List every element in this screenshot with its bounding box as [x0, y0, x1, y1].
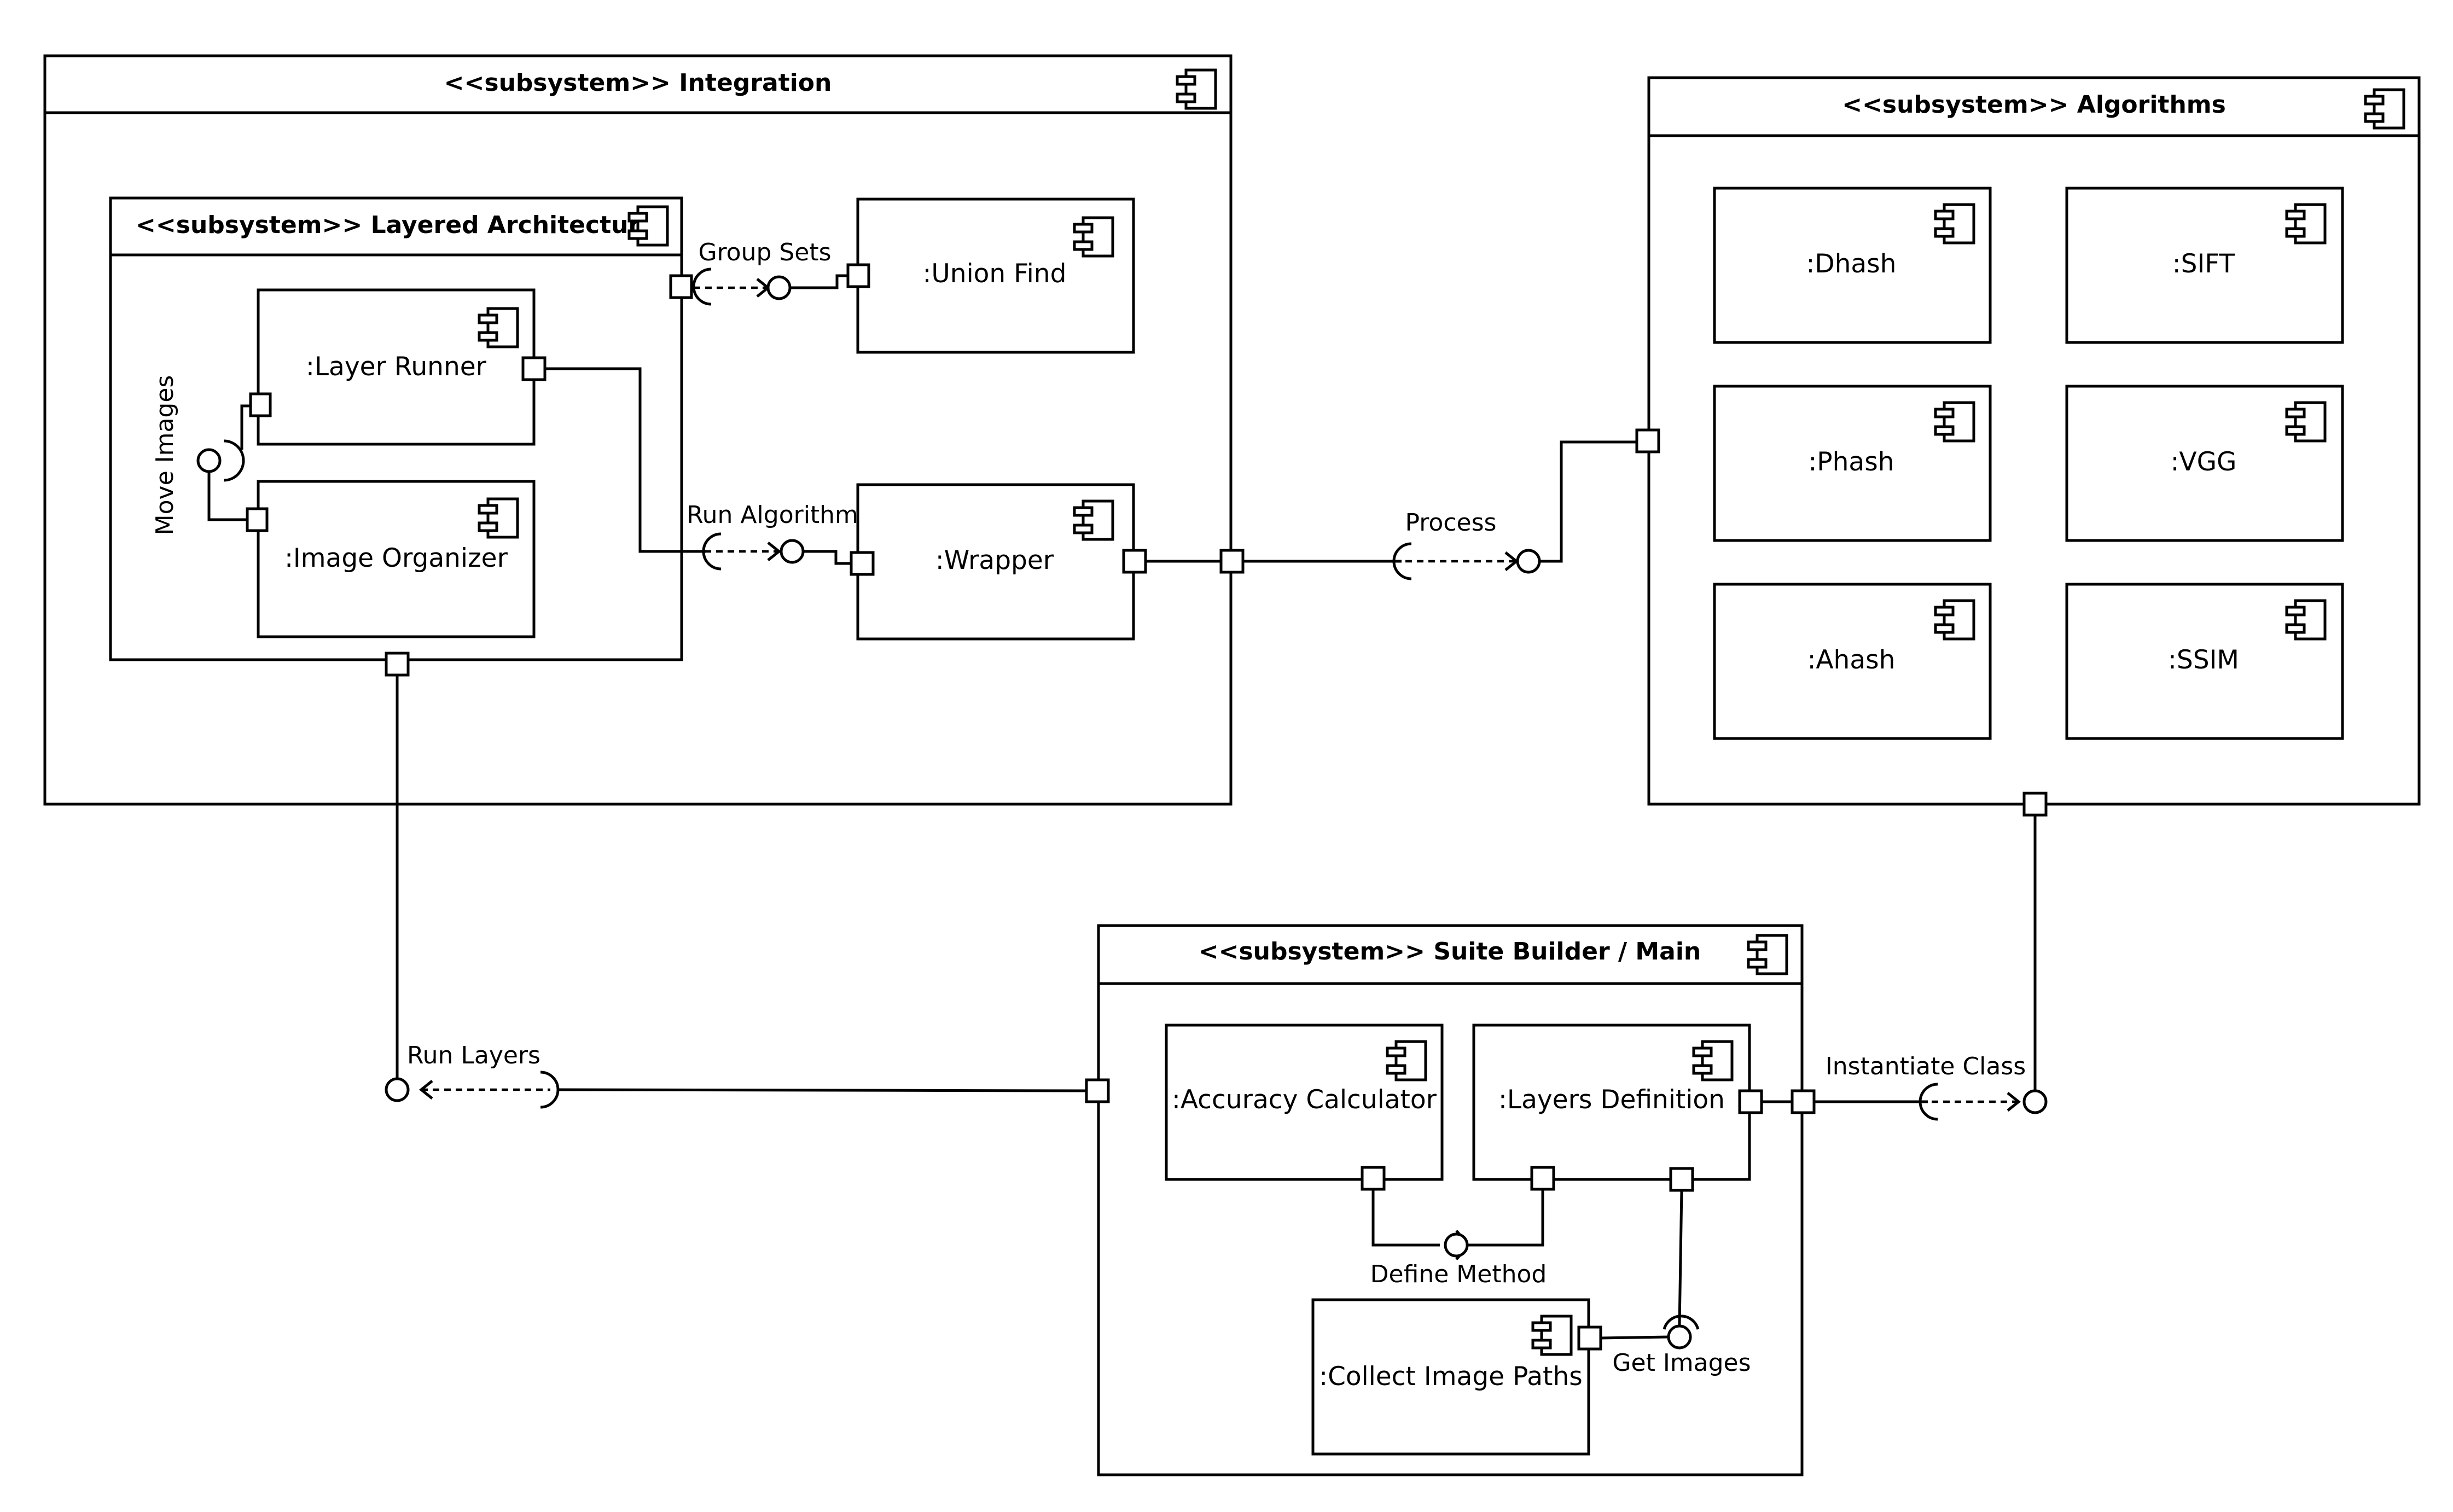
vgg-label: :VGG — [2171, 447, 2237, 477]
instantiate-class-label: Instantiate Class — [1826, 1052, 2026, 1080]
layered-architecture-title: <<subsystem>> Layered Architecture — [136, 211, 656, 239]
layers-definition-output-port — [1738, 1089, 1763, 1114]
accuracy-calculator-component: :Accuracy Calculator — [1165, 1023, 1444, 1181]
move-images-label: Move Images — [151, 375, 179, 536]
algorithms-title: <<subsystem>> Algorithms — [1842, 91, 2226, 119]
suite-builder-title: <<subsystem>> Suite Builder / Main — [1199, 938, 1701, 966]
define-method-connector: Define Method — [1361, 1166, 1555, 1288]
sift-component: :SIFT — [2065, 187, 2344, 344]
run-algorithm-connector: Run Algorithm — [521, 356, 875, 576]
union-find-component: :Union Find — [856, 197, 1135, 354]
wrapper-component: :Wrapper — [856, 483, 1135, 641]
sift-label: :SIFT — [2172, 249, 2235, 279]
image-organizer-component: :Image Organizer — [257, 480, 536, 638]
phash-component: :Phash — [1713, 385, 1992, 542]
process-label: Process — [1405, 509, 1497, 537]
group-sets-connector: Group Sets — [669, 239, 870, 306]
dhash-label: :Dhash — [1806, 249, 1897, 279]
layers-definition-label: :Layers Definition — [1498, 1085, 1725, 1115]
process-connector: Process — [1122, 428, 1660, 580]
wrapper-label: :Wrapper — [935, 545, 1054, 575]
accuracy-calculator-label: :Accuracy Calculator — [1172, 1085, 1437, 1115]
get-images-label: Get Images — [1612, 1349, 1751, 1377]
ssim-label: :SSIM — [2168, 645, 2239, 675]
collect-image-paths-component: :Collect Image Paths — [1311, 1298, 1590, 1456]
define-method-label: Define Method — [1370, 1260, 1547, 1288]
ahash-component: :Ahash — [1713, 583, 1992, 740]
instantiate-class-connector: Instantiate Class — [1760, 792, 2048, 1121]
group-sets-label: Group Sets — [698, 239, 831, 266]
phash-label: :Phash — [1808, 447, 1894, 477]
dhash-component: :Dhash — [1713, 187, 1992, 344]
collect-image-paths-label: :Collect Image Paths — [1319, 1362, 1583, 1392]
layer-runner-label: :Layer Runner — [306, 352, 487, 382]
move-images-connector: Move Images — [151, 375, 272, 536]
run-algorithm-label: Run Algorithm — [687, 501, 858, 529]
run-layers-connector: Run Layers — [385, 652, 1110, 1109]
ssim-component: :SSIM — [2065, 583, 2344, 740]
image-organizer-label: :Image Organizer — [284, 543, 508, 573]
run-layers-label: Run Layers — [407, 1042, 540, 1069]
vgg-component: :VGG — [2065, 385, 2344, 542]
ahash-label: :Ahash — [1807, 645, 1896, 675]
layer-runner-component: :Layer Runner — [257, 288, 536, 446]
integration-title: <<subsystem>> Integration — [444, 69, 832, 97]
layers-definition-component: :Layers Definition — [1472, 1023, 1751, 1181]
union-find-label: :Union Find — [923, 259, 1067, 289]
get-images-connector: Get Images — [1577, 1167, 1751, 1377]
